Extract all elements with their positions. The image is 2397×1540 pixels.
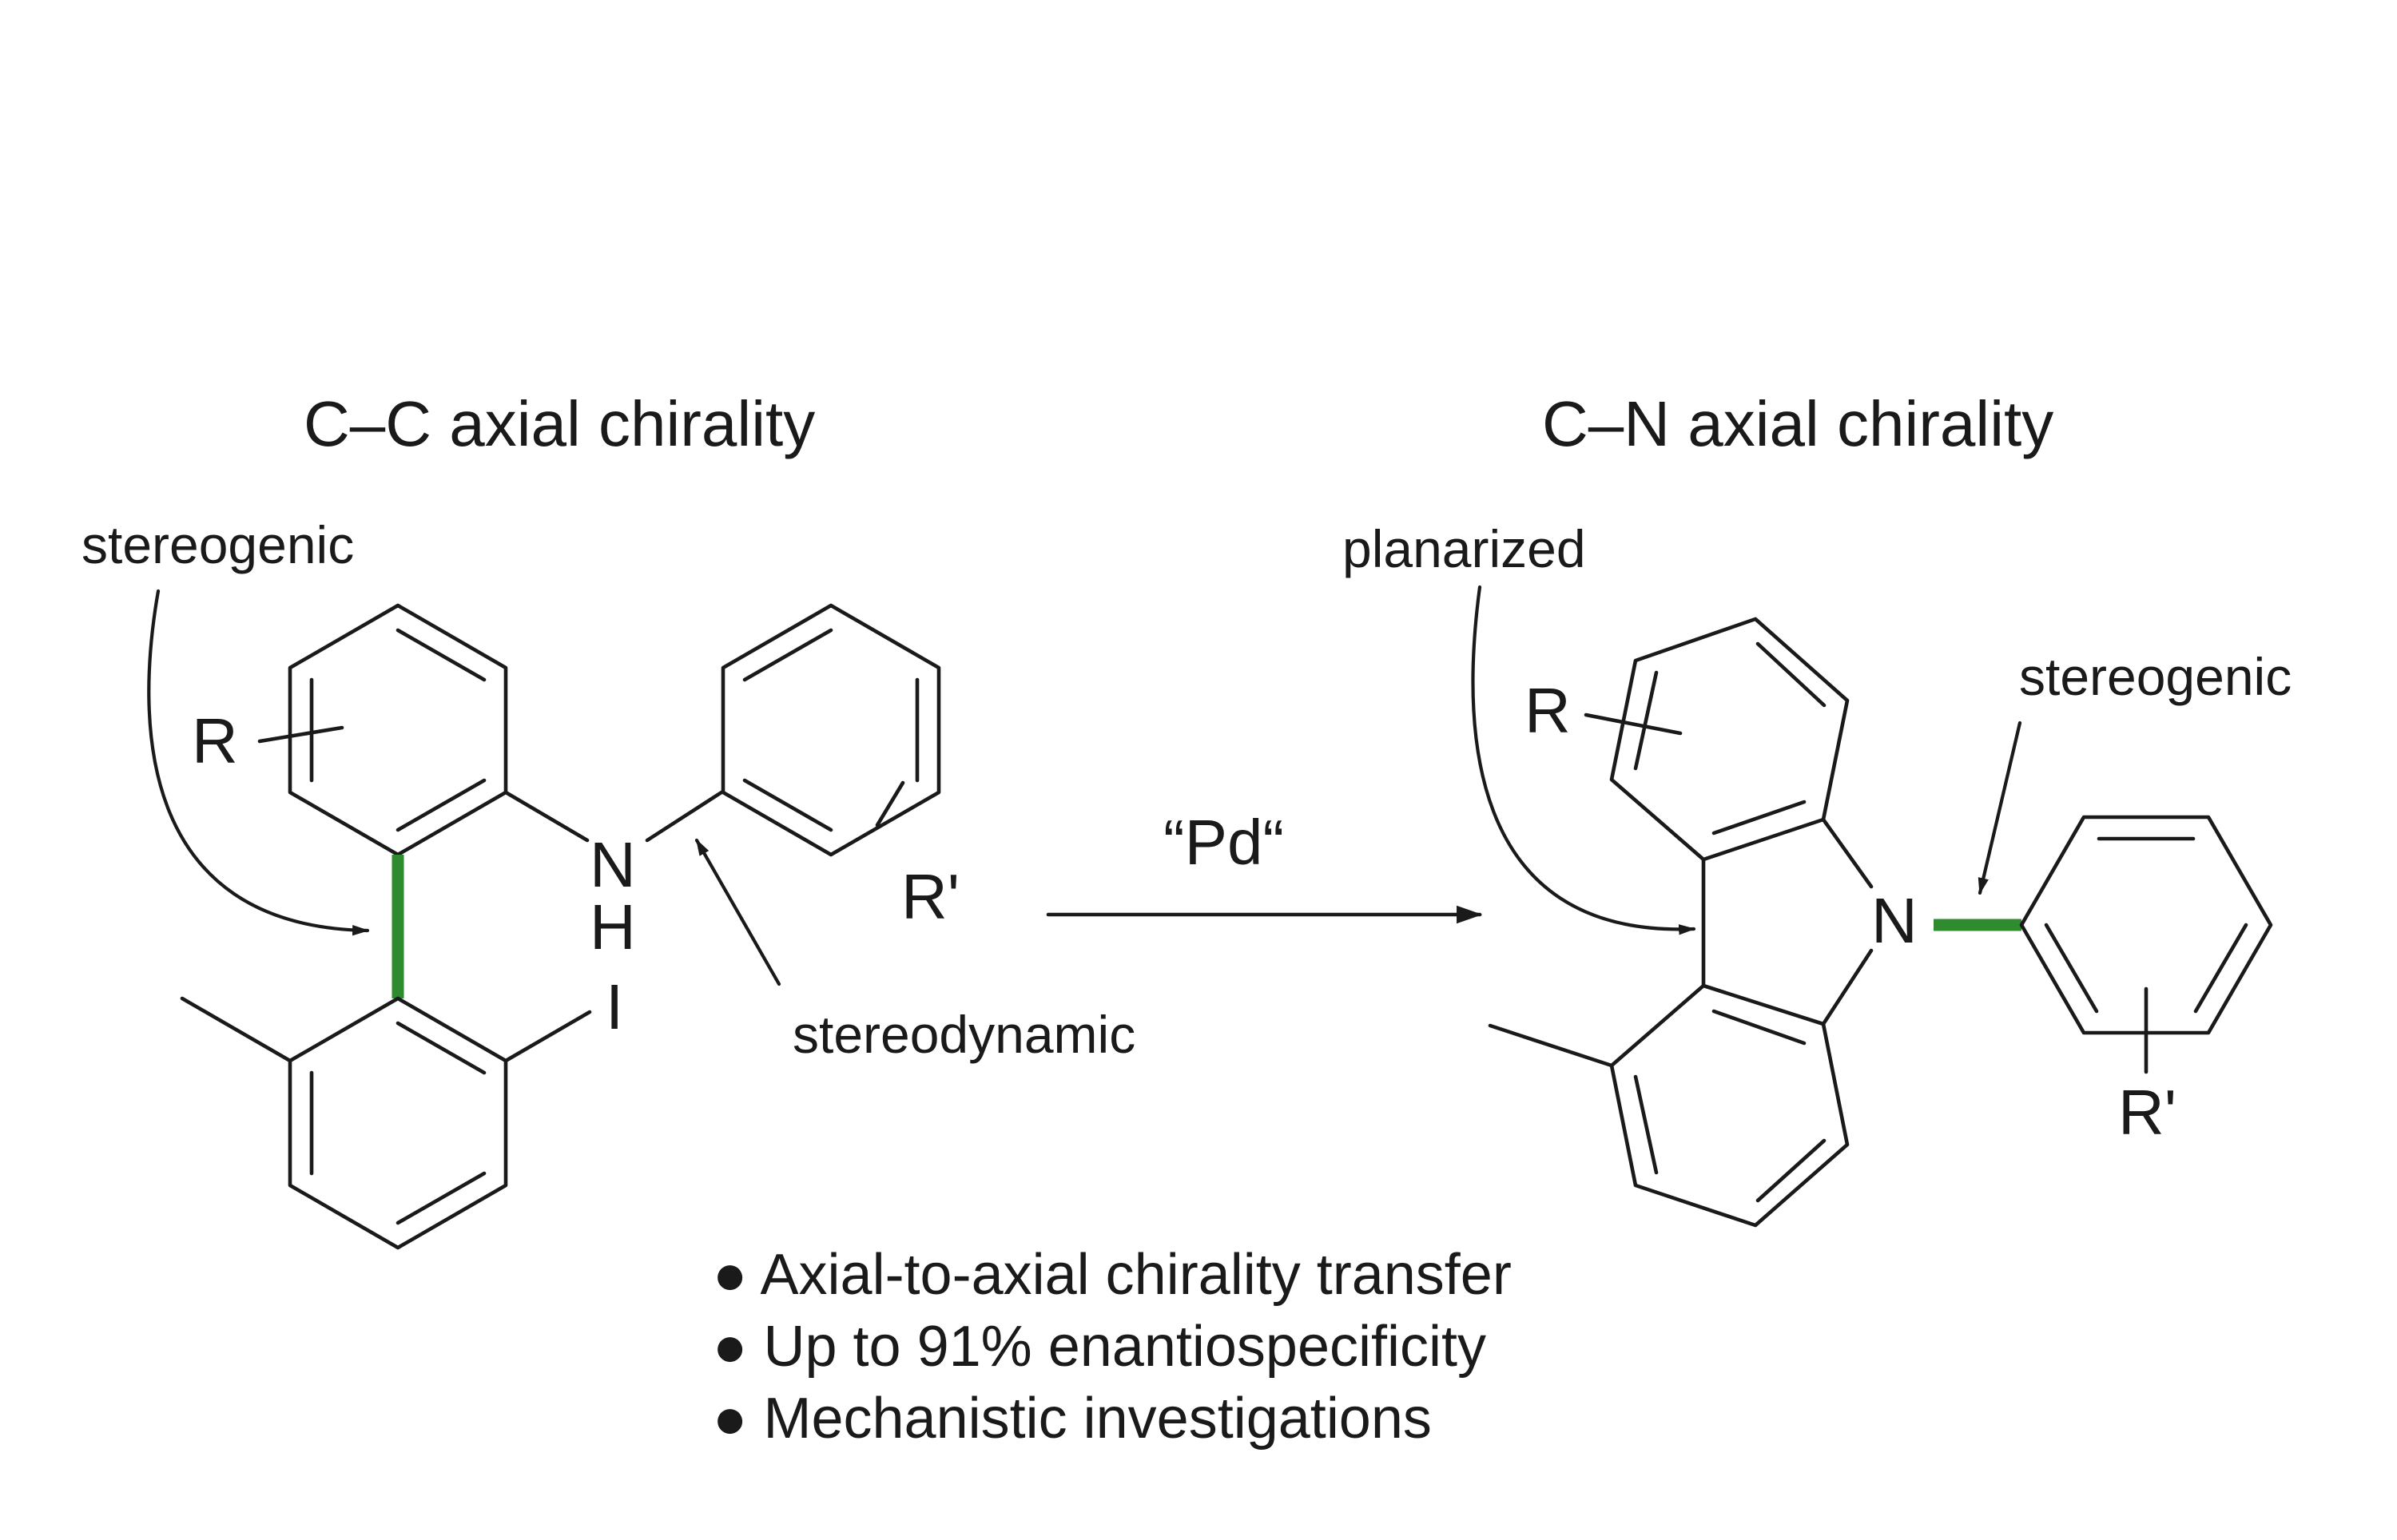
label-planarized: planarized: [1342, 519, 1586, 578]
nc-bond-right: [645, 790, 724, 843]
atom-n-right: N: [1871, 885, 1918, 956]
methyl-bond-left: [180, 996, 292, 1063]
atom-r-left: R: [192, 705, 238, 776]
label-stereodynamic: stereodynamic: [793, 1005, 1135, 1064]
methyl-bond-right: [1488, 1023, 1614, 1068]
arrow-stereogenic-left: [147, 589, 370, 936]
r-substituent-bond-right: [1584, 712, 1683, 736]
atom-r-right: R: [1524, 675, 1571, 746]
rprime-substituent-bond: [875, 780, 905, 828]
reagent-pd: “Pd“: [1163, 807, 1284, 878]
arrow-planarized: [1471, 585, 1696, 935]
bullet-mechanistic: ● Mechanistic investigations: [713, 1387, 1432, 1451]
atom-rprime-left: R': [901, 861, 960, 932]
title-cn-axial-chirality: C–N axial chirality: [1542, 388, 2053, 459]
carbazole-ring-lower: [1609, 983, 1850, 1228]
title-cc-axial-chirality: C–C axial chirality: [304, 388, 815, 459]
atom-n-left: N: [590, 829, 636, 900]
label-stereogenic-right: stereogenic: [2019, 647, 2292, 706]
ring-lower: [288, 996, 508, 1250]
bullet-chirality-transfer: ● Axial-to-axial chirality transfer: [713, 1243, 1512, 1307]
arrow-stereogenic-right: [1978, 720, 2022, 895]
bullet-enantiospecificity: ● Up to 91% enantiospecificity: [713, 1315, 1486, 1379]
atom-iodine: I: [606, 971, 623, 1042]
carbazole-ring-upper: [1609, 617, 1850, 862]
starting-material-biaryl-amine: R I N H R': [180, 603, 960, 1250]
atom-h-left: H: [590, 891, 636, 963]
ring-n-aryl-right: [2019, 815, 2273, 1035]
arrow-stereodynamic: [694, 838, 781, 986]
product-n-aryl-carbazole: N R R': [1488, 617, 2273, 1228]
atom-rprime-right: R': [2118, 1077, 2176, 1148]
r-substituent-bond: [257, 725, 344, 744]
carbazole-n-bond-upper: [1821, 817, 1874, 889]
label-stereogenic-left: stereogenic: [81, 515, 354, 574]
ring-n-aryl: [721, 603, 941, 857]
carbazole-n-bond-lower: [1821, 948, 1874, 1026]
cn-bond-left: [503, 790, 590, 843]
iodo-bond: [503, 1010, 592, 1063]
